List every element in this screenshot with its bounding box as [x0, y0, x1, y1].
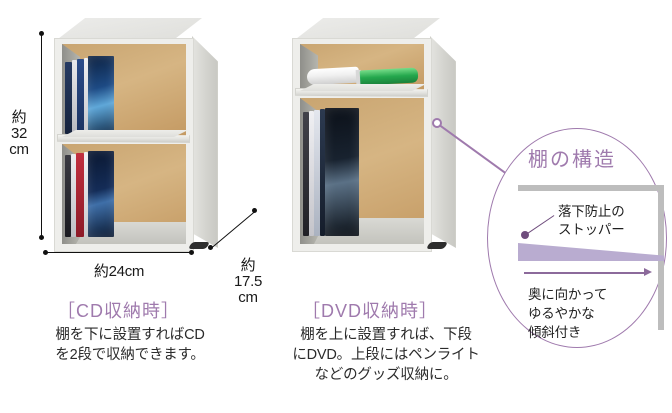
dvd-case-front [325, 108, 359, 236]
dimension-height-line1: 約 [11, 109, 27, 126]
stopper-leader-dot [521, 231, 529, 239]
cd-case-front [88, 151, 114, 237]
callout-bubble [487, 128, 667, 348]
right-caption-body: 棚を上に設置すれば、下段 にDVD。上段にはペンライト などのグッズ収納に。 [268, 325, 504, 385]
cd-case [72, 60, 77, 134]
cd-case [65, 62, 72, 134]
dimension-height-line2: 32 [10, 125, 28, 142]
dimension-height-line3: cm [9, 141, 29, 158]
slope-arrow-head [644, 268, 652, 276]
dvd-case [309, 111, 314, 236]
cd-case [76, 153, 84, 237]
slope-label-line3: 傾斜付き [528, 325, 582, 340]
dimension-dot [189, 250, 194, 255]
cd-case [71, 154, 76, 237]
left-caption-line2: を2段で収納できます。 [55, 347, 205, 363]
dimension-height-line [41, 34, 43, 238]
cd-case-front [88, 56, 114, 135]
dvd-case [303, 112, 309, 236]
slope-label-line2: ゆるやかな [528, 306, 595, 321]
left-caption-body: 棚を下に設置すればCD を2段で収納できます。 [18, 325, 242, 365]
slope-label-line1: 奥に向かって [528, 287, 608, 302]
left-caption-line1: 棚を下に設置すればCD [55, 327, 205, 343]
right-caption-line2: にDVD。上段にはペンライト [292, 347, 480, 363]
left-unit-side-face [192, 36, 218, 248]
left-unit-foot [187, 242, 211, 249]
dimension-height-label: 約 32 cm [2, 110, 36, 158]
cd-case [77, 59, 84, 134]
callout-anchor-dot [432, 118, 442, 128]
dimension-width-line [46, 252, 192, 254]
stopper-label-line2: ストッパー [558, 222, 625, 237]
dimension-depth-line3: cm [238, 289, 258, 306]
dimension-depth-line1: 約 [240, 257, 256, 274]
right-caption-title: ［DVD収納時］ [302, 301, 439, 321]
right-caption-line1: 棚を上に設置すれば、下段 [300, 327, 472, 343]
slope-arrow-line [524, 272, 646, 274]
cd-case [84, 58, 88, 134]
dimension-depth-line2: 17.5 [234, 273, 262, 290]
dvd-case [314, 110, 320, 236]
dvd-case [320, 109, 325, 236]
dimension-width-label: 約24cm [93, 263, 145, 280]
penlight-handle [306, 66, 360, 86]
dimension-dot [39, 31, 44, 36]
schematic-frame-top [518, 185, 664, 191]
cd-case [84, 152, 88, 237]
product-left-shelf-unit [40, 18, 230, 268]
dimension-dot [39, 235, 44, 240]
penlight-tip [359, 67, 419, 86]
right-unit-foot [425, 242, 449, 249]
right-unit-side-face [430, 36, 456, 248]
callout-title: 棚の構造 [528, 149, 616, 171]
left-caption-title: ［CD収納時］ [57, 301, 180, 321]
right-caption-line3: などのグッズ収納に。 [314, 367, 458, 383]
dimension-depth-label: 約 17.5 cm [222, 258, 274, 306]
dimension-dot [43, 250, 48, 255]
dimension-dot [208, 245, 213, 250]
cd-case [65, 155, 71, 237]
product-right-shelf-unit [278, 18, 468, 268]
stopper-label-line1: 落下防止の [558, 204, 625, 219]
dimension-dot [252, 208, 257, 213]
